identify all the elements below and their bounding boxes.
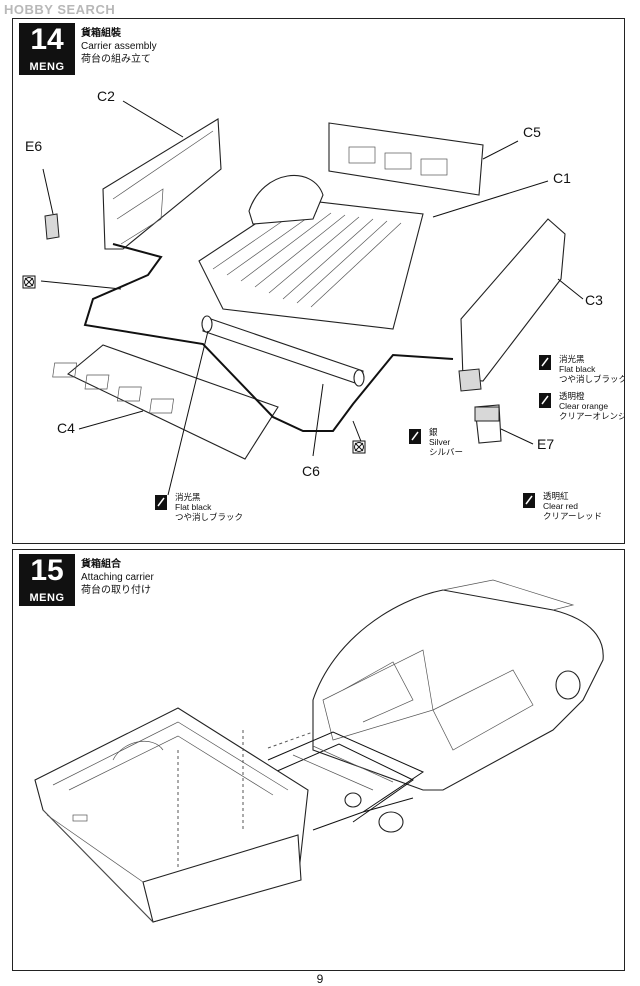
svg-text:つや消しブラック: つや消しブラック [559, 374, 624, 384]
carrier-bed [34, 707, 309, 923]
chassis-frame [267, 731, 425, 833]
step-14-brand-logo: MENG [29, 61, 65, 73]
step-15-title-jp: 荷台の取り付け [81, 585, 151, 596]
paint-callout-clear-orange: 透明橙 Clear orange クリアーオレンジ [539, 391, 624, 421]
do-not-glue-icon [22, 275, 36, 289]
svg-text:つや消しブラック: つや消しブラック [175, 512, 243, 522]
svg-text:Clear red: Clear red [543, 501, 578, 511]
svg-text:クリアーオレンジ: クリアーオレンジ [559, 411, 624, 421]
paint-callout-flat-black-2: 消光黑 Flat black つや消しブラック [155, 492, 243, 522]
step-14-panel: 14 MENG 貨箱組裝 Carrier assembly 荷台の組み立て [12, 18, 625, 544]
step-14-badge: 14 MENG [19, 23, 75, 75]
step-15-title-en: Attaching carrier [81, 572, 154, 583]
step-14-titles: 貨箱組裝 Carrier assembly 荷台の組み立て [81, 27, 157, 66]
step-15-brand-logo: MENG [29, 592, 65, 604]
part-e7-tail-lamp [474, 404, 502, 444]
svg-text:Clear orange: Clear orange [559, 401, 608, 411]
part-label-c1: C1 [553, 170, 571, 186]
part-label-c4: C4 [57, 420, 75, 436]
part-c6-bumper [201, 315, 365, 387]
leader-lines [40, 100, 584, 457]
part-c3-side-wall [458, 218, 566, 392]
svg-text:透明紅: 透明紅 [543, 491, 569, 501]
watermark: HOBBY SEARCH [4, 2, 116, 17]
truck-cab-body [312, 579, 604, 791]
do-not-glue-icon [352, 440, 366, 454]
part-label-c3: C3 [585, 292, 603, 308]
step-15-badge: 15 MENG [19, 554, 75, 606]
step-14-number: 14 [30, 23, 64, 56]
paint-callout-flat-black: 消光黑 Flat black つや消しブラック [539, 354, 624, 384]
svg-text:シルバー: シルバー [429, 447, 463, 457]
part-c4-tailgate [52, 344, 279, 460]
step-14-diagram: C2 E6 C5 C1 C3 C4 C6 E7 消光黑 Flat black つ… [22, 88, 624, 522]
step-14-title-cn: 貨箱組裝 [81, 28, 121, 39]
part-label-c6: C6 [302, 463, 320, 479]
step-15-diagram [34, 579, 604, 923]
part-label-c2: C2 [97, 88, 115, 104]
wire-route [83, 243, 454, 432]
part-c5-front-wall [328, 122, 484, 196]
part-e6-light [44, 213, 60, 240]
svg-text:消光黑: 消光黑 [559, 354, 585, 364]
svg-text:Flat black: Flat black [559, 364, 596, 374]
step-14-title-en: Carrier assembly [81, 41, 157, 52]
page-number: 9 [316, 972, 324, 986]
svg-text:透明橙: 透明橙 [559, 391, 585, 401]
part-c2-side-wall [102, 118, 222, 250]
step-15-titles: 貨箱組合 Attaching carrier 荷台の取り付け [81, 558, 154, 597]
svg-text:消光黑: 消光黑 [175, 492, 201, 502]
step-15-panel: 15 MENG 貨箱組合 Attaching carrier 荷台の取り付け [12, 549, 625, 971]
part-label-e6: E6 [25, 138, 42, 154]
step-14-title-jp: 荷台の組み立て [81, 54, 151, 65]
step-15-title-cn: 貨箱組合 [81, 559, 121, 570]
step-15-number: 15 [30, 554, 64, 587]
alignment-guides [177, 730, 314, 870]
svg-text:Flat black: Flat black [175, 502, 212, 512]
svg-text:銀: 銀 [429, 427, 438, 437]
part-c1-bed-floor [198, 174, 424, 330]
part-label-e7: E7 [537, 436, 554, 452]
part-label-c5: C5 [523, 124, 541, 140]
svg-text:Silver: Silver [429, 437, 450, 447]
svg-text:クリアーレッド: クリアーレッド [543, 511, 602, 521]
paint-callout-silver: 銀 Silver シルバー [409, 427, 463, 457]
paint-callout-clear-red: 透明紅 Clear red クリアーレッド [523, 491, 602, 521]
